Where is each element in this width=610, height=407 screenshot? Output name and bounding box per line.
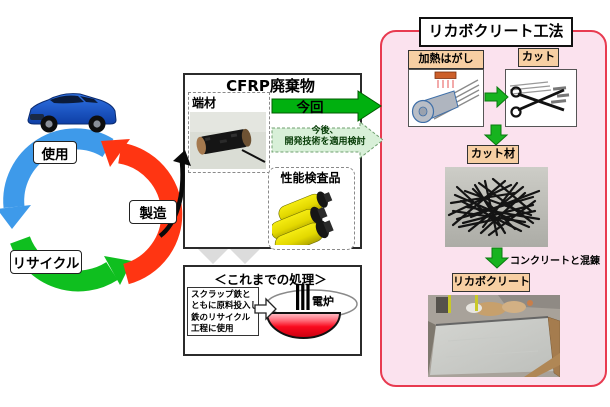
offcut-photo (190, 112, 266, 169)
scissors-illustration (509, 81, 570, 118)
cycle-arrowhead-use (0, 205, 31, 229)
step-arrow-down-1 (483, 124, 509, 146)
use-label-text: 使用 (41, 146, 69, 163)
desc-line-4: 工程に使用 (191, 324, 234, 335)
cycle-arrowhead-recycle (104, 256, 132, 285)
heat-peel-tag-text: 加熱はがし (418, 52, 474, 65)
offcut-label-text: 端材 (192, 96, 217, 110)
future-line1-text: 今後、 (311, 126, 339, 136)
inspection-label: 性能検査品 (268, 169, 353, 186)
now-arrow-label: 今回 (280, 96, 340, 116)
furnace-electrode (306, 284, 310, 310)
furnace-electrode (301, 284, 305, 310)
furnace-label-text: 電炉 (312, 294, 334, 308)
previous-process-desc-box: スクラップ鉄と ともに原料投入し 鉄のリサイクル 工程に使用 (187, 287, 259, 336)
desc-line-1: スクラップ鉄と (191, 290, 251, 300)
ricabocrete-photo (428, 295, 560, 377)
manufacture-label-text: 製造 (139, 206, 167, 222)
cycle-label-manufacture: 製造 (129, 200, 177, 224)
inspection-label-text: 性能検査品 (280, 171, 341, 185)
future-arrow (271, 120, 384, 160)
heat-peel-tag: 加熱はがし (408, 50, 484, 69)
furnace-electrode (296, 284, 300, 310)
mix-label: コンクリートと混錬 (510, 252, 602, 267)
desc-line-2: ともに原料投入し (191, 301, 260, 312)
carbon-fiber-illustration (447, 177, 541, 237)
previous-process-title-text: ＜これまでの処理＞ (214, 272, 327, 287)
inspection-photo (272, 191, 334, 245)
product-tag: リカボクリート (452, 273, 530, 292)
to-cfrp-arrow (158, 150, 191, 238)
step-arrow-down-2 (484, 247, 510, 269)
mix-label-text: コンクリートと混錬 (510, 256, 600, 267)
cfrp-box-title-text: CFRP廃棄物 (226, 77, 315, 95)
heat-peel-illustration-box (408, 69, 484, 127)
future-line2-text: 開発技術を適用検討 (284, 136, 366, 147)
offcut-label: 端材 (192, 94, 216, 111)
now-arrow (271, 90, 382, 122)
step-arrow-right (484, 85, 509, 109)
method-title-text: リカボクリート工法 (428, 22, 564, 40)
cut-material-tag-text: カット材 (471, 147, 515, 160)
recycle-label-text: リサイクル (12, 256, 80, 272)
cfrp-box-title: CFRP廃棄物 (183, 75, 358, 96)
product-tag-text: リカボクリート (453, 275, 530, 288)
car-illustration (27, 93, 117, 133)
previous-process-title: ＜これまでの処理＞ (183, 269, 358, 288)
future-arrow-label: 今後、 開発技術を適用検討 (274, 126, 376, 147)
cut-material-tag: カット材 (467, 145, 519, 164)
electric-furnace-illustration: 電炉 (265, 284, 358, 339)
cut-tag-text: カット (522, 50, 555, 63)
desc-line-3: 鉄のリサイクル (191, 312, 251, 323)
heat-peel-illustration (411, 71, 480, 124)
cut-tag: カット (518, 48, 559, 67)
cycle-label-recycle: リサイクル (10, 250, 82, 274)
cycle-arrowhead-manufacture (101, 139, 130, 167)
to-furnace-arrow (254, 297, 277, 321)
method-title-box: リカボクリート工法 (419, 17, 573, 47)
cut-material-photo (445, 167, 548, 247)
cut-illustration-box (505, 69, 577, 127)
cycle-label-use: 使用 (33, 141, 77, 164)
now-arrow-label-text: 今回 (296, 100, 324, 116)
